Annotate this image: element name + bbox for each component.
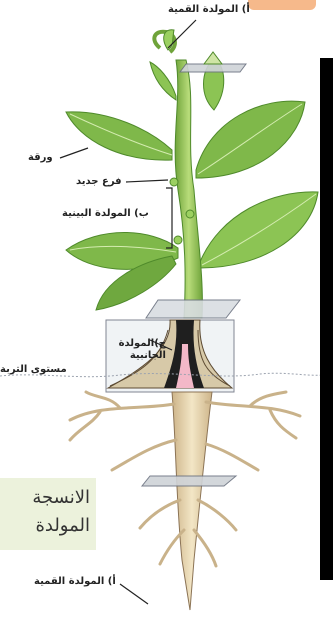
apical-cone-top: [204, 52, 222, 64]
label-intercalary: ب) المولدة البينية: [62, 208, 149, 220]
label-leaf: ورقة: [28, 152, 53, 164]
leader-leaf: [60, 148, 88, 158]
label-new-branch: فرع جديد: [76, 176, 122, 188]
meristem-tag-text: الانسجة المولدة: [0, 484, 90, 540]
right-dark-panel: [320, 58, 333, 580]
label-apical-top: أ) المولدة القمية: [168, 4, 250, 16]
leader-apical-bottom: [120, 584, 148, 604]
label-apical-bottom: أ) المولدة القمية: [34, 576, 116, 588]
stem: [175, 60, 202, 318]
leader-intercalary-bracket: [166, 188, 172, 248]
bud-3: [174, 236, 182, 244]
bud-1: [170, 178, 178, 186]
apical-plane-top: [180, 64, 246, 72]
highlight-tab: [248, 0, 316, 10]
stem-base-plane: [146, 300, 240, 318]
label-lateral: ج)المولدة الجانبية: [112, 338, 166, 362]
bud-2: [186, 210, 194, 218]
apical-plane-root: [142, 476, 236, 486]
leader-new-branch: [126, 180, 168, 182]
label-soil-level: مستوى التربة: [0, 364, 67, 376]
leaf-tip-left: [150, 62, 176, 100]
